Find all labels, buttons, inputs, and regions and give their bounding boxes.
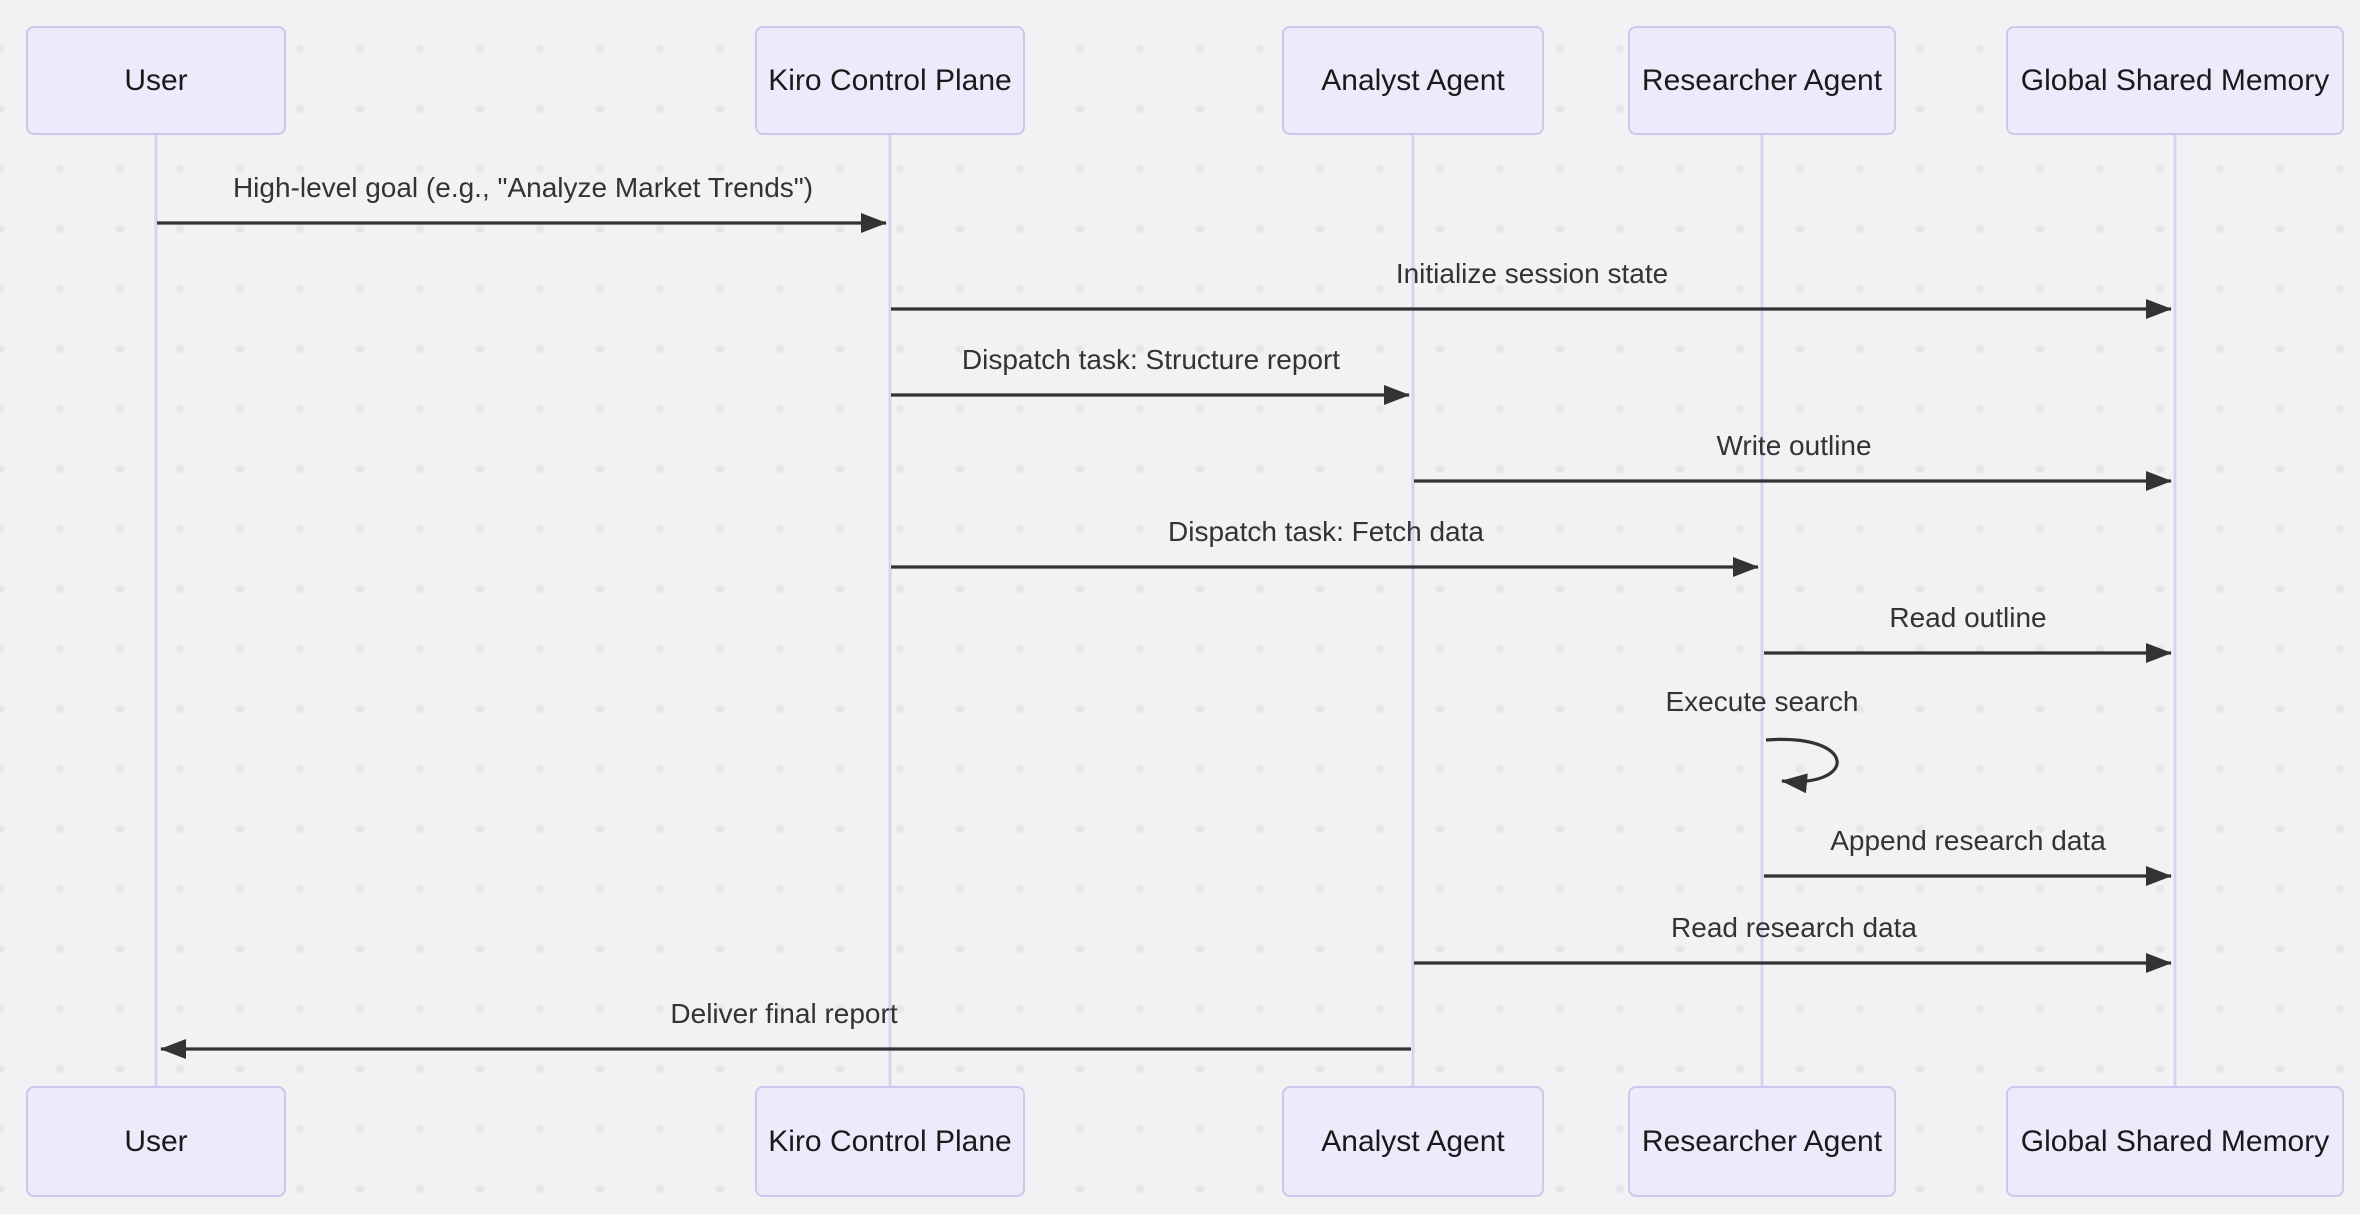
- actor-bottom-kiro-control-plane: Kiro Control Plane: [755, 1086, 1025, 1197]
- message-label-high-level-goal: High-level goal (e.g., "Analyze Market T…: [232, 172, 814, 203]
- actor-label: Kiro Control Plane: [768, 1124, 1012, 1158]
- actor-top-researcher-agent: Researcher Agent: [1628, 26, 1896, 135]
- actor-label: Global Shared Memory: [2020, 1124, 2330, 1158]
- message-label-dispatch-fetch-data: Dispatch task: Fetch data: [1168, 516, 1484, 547]
- actor-label: User: [124, 63, 188, 97]
- actor-bottom-user: User: [26, 1086, 286, 1197]
- message-label-append-research-data: Append research data: [1830, 825, 2106, 856]
- actor-label: Analyst Agent: [1321, 1124, 1505, 1158]
- actor-top-user: User: [26, 26, 286, 135]
- actor-label: Global Shared Memory: [2020, 63, 2330, 97]
- actor-bottom-global-shared-memory: Global Shared Memory: [2006, 1086, 2344, 1197]
- actor-top-kiro-control-plane: Kiro Control Plane: [755, 26, 1025, 135]
- message-label-read-research-data: Read research data: [1671, 912, 1917, 943]
- message-label-read-outline: Read outline: [1889, 602, 2047, 633]
- actor-label: Analyst Agent: [1321, 63, 1505, 97]
- message-label-deliver-final-report: Deliver final report: [670, 998, 898, 1029]
- actor-top-global-shared-memory: Global Shared Memory: [2006, 26, 2344, 135]
- actor-bottom-researcher-agent: Researcher Agent: [1628, 1086, 1896, 1197]
- actor-label: Researcher Agent: [1641, 63, 1883, 97]
- actor-label: Kiro Control Plane: [768, 63, 1012, 97]
- arrow-execute-search-self-loop: [1765, 737, 1839, 794]
- message-label-execute-search: Execute search: [1665, 686, 1859, 717]
- message-label-dispatch-structure-report: Dispatch task: Structure report: [961, 344, 1341, 375]
- actor-bottom-analyst-agent: Analyst Agent: [1282, 1086, 1544, 1197]
- message-label-initialize-session-state: Initialize session state: [1395, 258, 1669, 289]
- actor-label: Researcher Agent: [1641, 1124, 1883, 1158]
- actor-top-analyst-agent: Analyst Agent: [1282, 26, 1544, 135]
- message-label-write-outline: Write outline: [1716, 430, 1872, 461]
- actor-label: User: [124, 1124, 188, 1158]
